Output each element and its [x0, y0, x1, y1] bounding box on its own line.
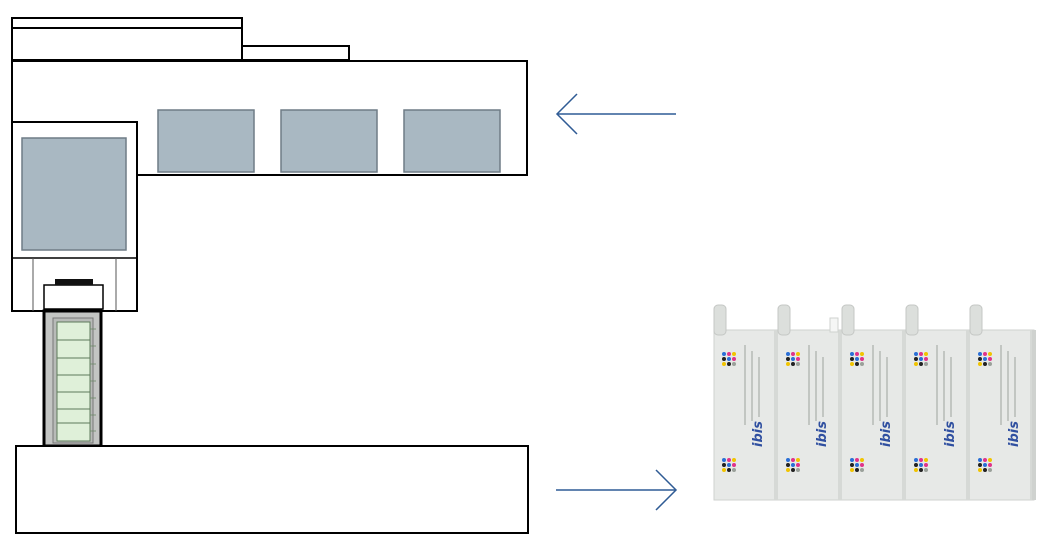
- pack-brand-label-2: ibis: [815, 421, 830, 447]
- pack-unit: [713, 304, 778, 500]
- pack-brand-label-1: ibis: [751, 421, 766, 447]
- pack-brand-label-4: ibis: [943, 421, 958, 447]
- arrow-left-icon: [555, 93, 676, 135]
- pack-unit: [777, 304, 842, 500]
- upper-housing: [11, 60, 528, 176]
- machine-base: [15, 445, 529, 534]
- pack-brand-label-5: ibis: [1007, 421, 1022, 447]
- stacked-cards: [56, 321, 91, 442]
- top-window-1: [157, 109, 255, 173]
- left-column-unit: [11, 121, 138, 312]
- machine-top-cap: [11, 17, 350, 61]
- pack-unit: [841, 304, 906, 500]
- cartridge-slot: [43, 284, 104, 310]
- top-window-2: [280, 109, 378, 173]
- pack-unit: [905, 304, 970, 500]
- arrow-right-icon: [556, 469, 678, 511]
- side-window: [21, 137, 127, 251]
- pack-brand-label-3: ibis: [879, 421, 894, 447]
- top-window-3: [403, 109, 501, 173]
- product-pack-image: [713, 304, 1036, 501]
- cartridge-tray: [42, 309, 103, 448]
- pack-brand-labels: ibis ibis ibis ibis ibis: [751, 421, 1022, 447]
